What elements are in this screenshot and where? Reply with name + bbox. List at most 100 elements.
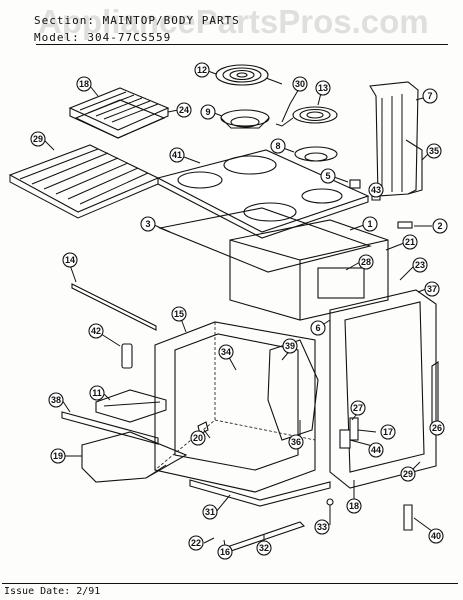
callout-24: 24 <box>176 102 192 118</box>
callout-label: 18 <box>349 501 359 511</box>
callout-42: 42 <box>88 323 104 339</box>
panel-38 <box>61 411 159 445</box>
callout-15: 15 <box>171 306 187 322</box>
side-trim-26 <box>431 360 439 432</box>
callout-23: 23 <box>412 257 428 273</box>
switch-44 <box>339 429 351 449</box>
callout-38: 38 <box>48 392 64 408</box>
back-panel-7 <box>369 81 419 197</box>
drip-pan-9 <box>220 109 270 129</box>
callout-40: 40 <box>428 528 444 544</box>
model-number: Model: 304-77CS559 <box>34 31 172 44</box>
switch-17 <box>349 417 359 441</box>
broil-element-11 <box>95 389 167 423</box>
callout-label: 15 <box>174 309 184 319</box>
callout-32: 32 <box>256 540 272 556</box>
front-frame-23 <box>329 289 437 489</box>
receptacle-5 <box>349 179 361 189</box>
callout-label: 23 <box>415 260 425 270</box>
callout-22: 22 <box>188 535 204 551</box>
callout-label: 5 <box>325 171 330 181</box>
callout-label: 29 <box>33 134 43 144</box>
callout-35: 35 <box>426 143 442 159</box>
drip-pan-8 <box>294 146 338 162</box>
callout-1: 1 <box>362 216 378 232</box>
callout-11: 11 <box>89 385 105 401</box>
callout-label: 17 <box>383 427 393 437</box>
callout-6: 6 <box>310 320 326 336</box>
callout-label: 13 <box>318 83 328 93</box>
callout-label: 7 <box>427 91 432 101</box>
callout-29b: 29 <box>400 466 416 482</box>
bake-element-19 <box>81 431 188 483</box>
callout-12: 12 <box>194 62 210 78</box>
callout-33: 33 <box>314 519 330 535</box>
callout-31: 31 <box>202 504 218 520</box>
watermark: AppliancePartsPros.com <box>38 3 429 40</box>
callout-34: 34 <box>218 344 234 360</box>
callout-9: 9 <box>200 104 216 120</box>
callout-3: 3 <box>140 216 156 232</box>
callout-37: 37 <box>424 281 440 297</box>
header-rule <box>36 44 448 45</box>
issue-date: Issue Date: 2/91 <box>4 586 101 597</box>
hinge-40 <box>403 504 413 531</box>
callout-13: 13 <box>315 80 331 96</box>
bracket-35 <box>405 139 423 195</box>
callout-29: 29 <box>30 131 46 147</box>
callout-5: 5 <box>320 168 336 184</box>
callout-label: 32 <box>259 543 269 553</box>
callout-label: 40 <box>431 531 441 541</box>
callout-19: 19 <box>50 448 66 464</box>
callout-label: 2 <box>437 221 442 231</box>
callout-label: 27 <box>353 403 363 413</box>
bottom-trim-31 <box>189 479 331 507</box>
oven-rack-part <box>8 144 160 219</box>
sensor-42 <box>121 343 133 369</box>
surface-element-13 <box>275 106 338 127</box>
oven-body <box>229 219 389 321</box>
oven-liner <box>154 321 316 493</box>
callout-label: 35 <box>429 146 439 156</box>
callout-16: 16 <box>217 544 233 560</box>
broil-pan-rack-part <box>68 87 170 139</box>
callout-label: 44 <box>371 445 381 455</box>
callout-27: 27 <box>350 400 366 416</box>
screw-33 <box>326 498 334 506</box>
top-gasket-3 <box>158 207 372 273</box>
callout-label: 14 <box>65 255 75 265</box>
callout-label: 31 <box>205 507 215 517</box>
callout-label: 16 <box>220 547 230 557</box>
callout-label: 20 <box>193 433 203 443</box>
callout-39: 39 <box>282 338 298 354</box>
callout-label: 12 <box>197 65 207 75</box>
callout-label: 22 <box>191 538 201 548</box>
callout-label: 34 <box>221 347 231 357</box>
callout-44: 44 <box>368 442 384 458</box>
clip-2 <box>397 221 413 229</box>
callout-8: 8 <box>270 138 286 154</box>
callout-label: 43 <box>371 185 381 195</box>
callout-label: 9 <box>205 107 210 117</box>
callout-14: 14 <box>62 252 78 268</box>
callout-18: 18 <box>76 76 92 92</box>
callout-26: 26 <box>429 420 445 436</box>
callout-43: 43 <box>368 182 384 198</box>
callout-label: 21 <box>405 237 415 247</box>
footer-rule <box>2 583 458 584</box>
callout-20: 20 <box>190 430 206 446</box>
callout-41: 41 <box>169 147 185 163</box>
callout-label: 18 <box>79 79 89 89</box>
callout-label: 26 <box>432 423 442 433</box>
callout-30: 30 <box>292 76 308 92</box>
callout-label: 30 <box>295 79 305 89</box>
callout-label: 24 <box>179 105 189 115</box>
callout-label: 6 <box>315 323 320 333</box>
section-title: Section: MAINTOP/BODY PARTS <box>34 14 240 27</box>
callout-label: 8 <box>275 141 280 151</box>
callout-label: 37 <box>427 284 437 294</box>
callout-label: 28 <box>361 257 371 267</box>
callout-18b: 18 <box>346 498 362 514</box>
callout-label: 33 <box>317 522 327 532</box>
